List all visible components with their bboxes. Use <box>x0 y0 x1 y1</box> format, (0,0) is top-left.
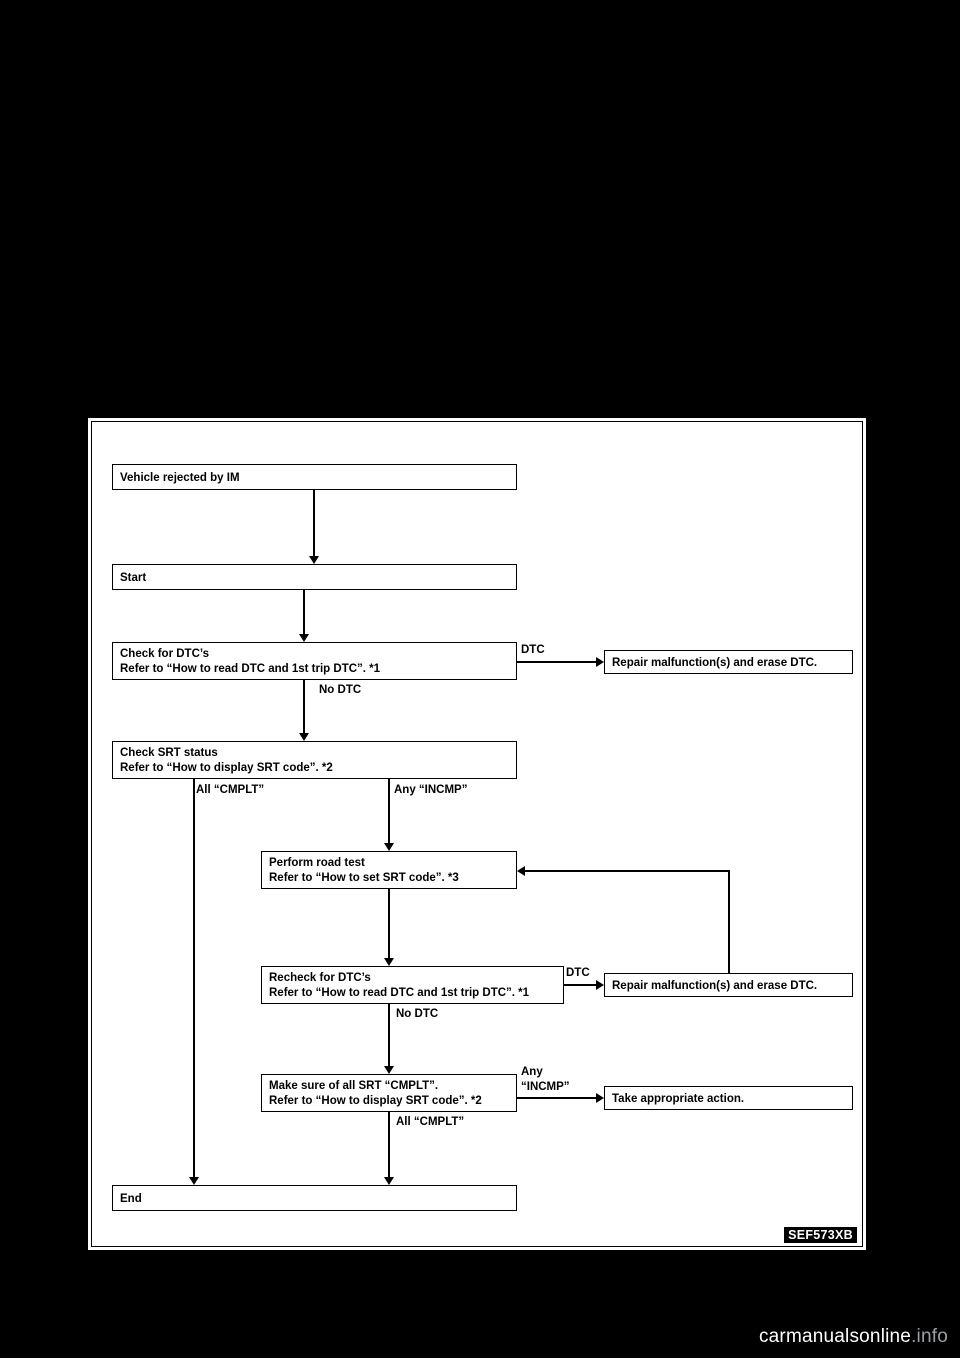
arrowhead-n8-loop-to-n6 <box>517 866 525 876</box>
node-make-sure-all-srt-cmplt: Make sure of all SRT “CMPLT”. Refer to “… <box>261 1074 517 1112</box>
watermark-text: carmanualsonline <box>758 1326 912 1347</box>
arrowhead-n5-end-left <box>189 1177 199 1185</box>
node-end: End <box>112 1185 517 1211</box>
arrowhead-n1-n2 <box>309 556 319 564</box>
watermark-suffix: .info <box>911 1326 948 1347</box>
connector-n3-n4 <box>517 661 596 663</box>
connector-n7-n9 <box>388 1004 390 1066</box>
connector-n7-n8 <box>564 984 596 986</box>
connector-n2-n3 <box>303 590 305 634</box>
connector-n8-loop-vertical <box>728 871 730 973</box>
edge-label-dtc-2: DTC <box>566 967 590 979</box>
edge-label-all-cmplt-1: All “CMPLT” <box>196 784 265 796</box>
edge-label-all-cmplt-2: All “CMPLT” <box>396 1116 465 1128</box>
figure-frame: Vehicle rejected by IM Start Check for D… <box>88 418 866 1250</box>
arrowhead-n3-n5 <box>299 733 309 741</box>
node-start: Start <box>112 564 517 590</box>
arrowhead-n9-n10 <box>596 1093 604 1103</box>
connector-n9-n10 <box>517 1097 596 1099</box>
connector-n1-n2 <box>313 490 315 556</box>
figure-code: SEF573XB <box>784 1227 857 1243</box>
edge-label-any-incmp-2: Any “INCMP” <box>521 1066 570 1093</box>
connector-n8-loop-horizontal <box>525 870 730 872</box>
node-recheck-for-dtcs: Recheck for DTC’s Refer to “How to read … <box>261 966 564 1004</box>
arrowhead-n3-n4 <box>596 657 604 667</box>
arrowhead-n7-n9 <box>384 1066 394 1074</box>
connector-n5-end-left <box>193 779 195 1177</box>
connector-n3-n5 <box>303 680 305 733</box>
figure-frame-inner-border <box>91 421 863 1247</box>
node-take-appropriate-action: Take appropriate action. <box>604 1086 853 1110</box>
node-check-srt-status: Check SRT status Refer to “How to displa… <box>112 741 517 779</box>
connector-n5-n6 <box>388 779 390 843</box>
node-check-for-dtcs: Check for DTC’s Refer to “How to read DT… <box>112 642 517 680</box>
connector-n6-n7 <box>388 889 390 958</box>
arrowhead-n2-n3 <box>299 634 309 642</box>
edge-label-no-dtc-2: No DTC <box>396 1008 439 1020</box>
node-perform-road-test: Perform road test Refer to “How to set S… <box>261 851 517 889</box>
watermark: carmanualsonline.info <box>759 1326 948 1348</box>
node-repair-malfunctions-2: Repair malfunction(s) and erase DTC. <box>604 973 853 997</box>
arrowhead-n5-n6 <box>384 843 394 851</box>
edge-label-no-dtc-1: No DTC <box>319 684 362 696</box>
connector-n9-end <box>388 1112 390 1177</box>
arrowhead-n9-end <box>384 1177 394 1185</box>
edge-label-dtc-1: DTC <box>521 644 545 656</box>
node-vehicle-rejected-by-im: Vehicle rejected by IM <box>112 464 517 490</box>
edge-label-any-incmp-1: Any “INCMP” <box>394 784 468 796</box>
arrowhead-n7-n8 <box>596 980 604 990</box>
arrowhead-n6-n7 <box>384 958 394 966</box>
node-repair-malfunctions-1: Repair malfunction(s) and erase DTC. <box>604 650 853 674</box>
